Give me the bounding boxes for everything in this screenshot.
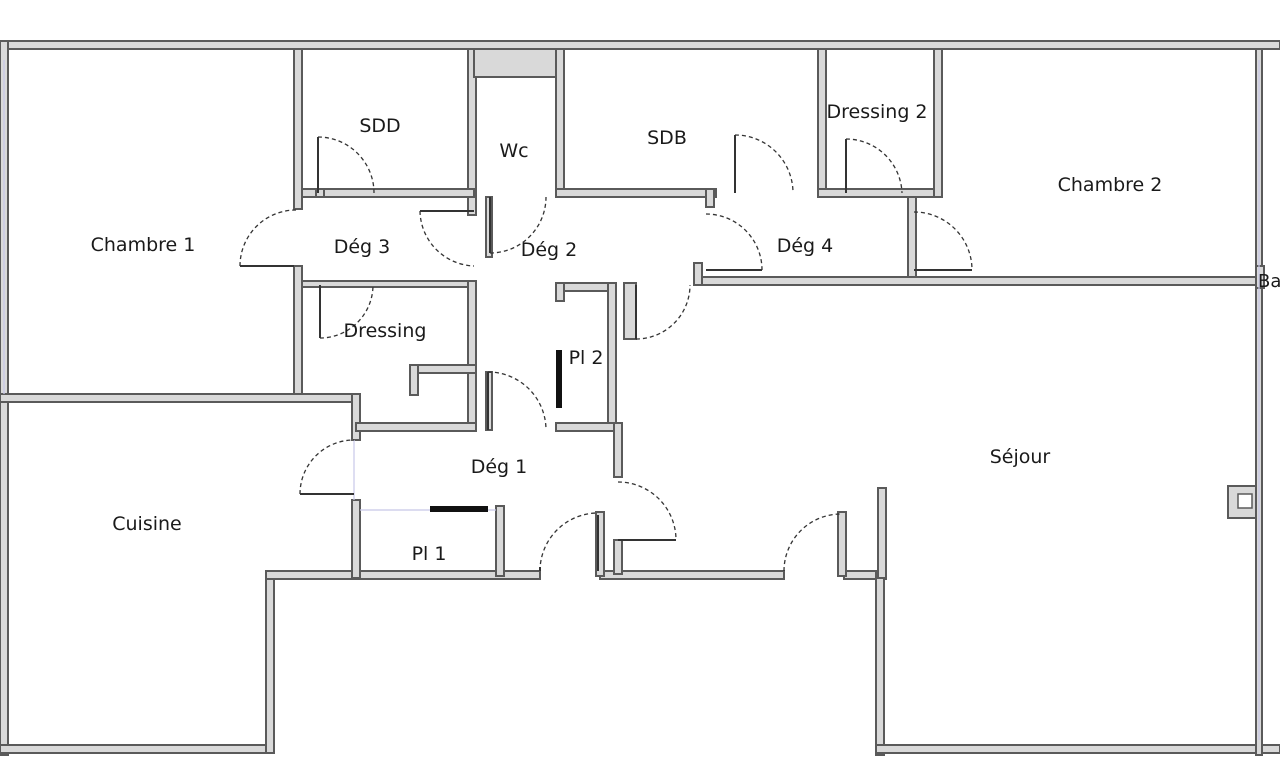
label-deg-2: Dég 2	[521, 239, 578, 261]
label-deg-4: Dég 4	[777, 235, 834, 257]
label-chambre-2: Chambre 2	[1058, 174, 1163, 196]
label-pl-1: Pl 1	[412, 543, 447, 565]
label-pl-2: Pl 2	[569, 347, 604, 369]
label-sdb: SDB	[647, 127, 687, 149]
label-chambre-1: Chambre 1	[91, 234, 196, 256]
label-balcon-partial: Ba	[1258, 271, 1280, 292]
interior-walls	[0, 48, 1265, 579]
label-deg-3: Dég 3	[334, 236, 391, 258]
label-cuisine: Cuisine	[112, 513, 182, 535]
label-wc: Wc	[499, 140, 528, 162]
label-sejour: Séjour	[990, 446, 1051, 468]
label-dressing-2: Dressing 2	[826, 101, 927, 123]
room-labels: Chambre 1 SDD Wc SDB Dressing 2 Chambre …	[91, 101, 1280, 565]
label-sdd: SDD	[359, 115, 400, 137]
doors	[239, 134, 973, 572]
storage-marks	[430, 350, 562, 512]
label-deg-1: Dég 1	[471, 456, 528, 478]
label-dressing: Dressing	[344, 320, 427, 342]
